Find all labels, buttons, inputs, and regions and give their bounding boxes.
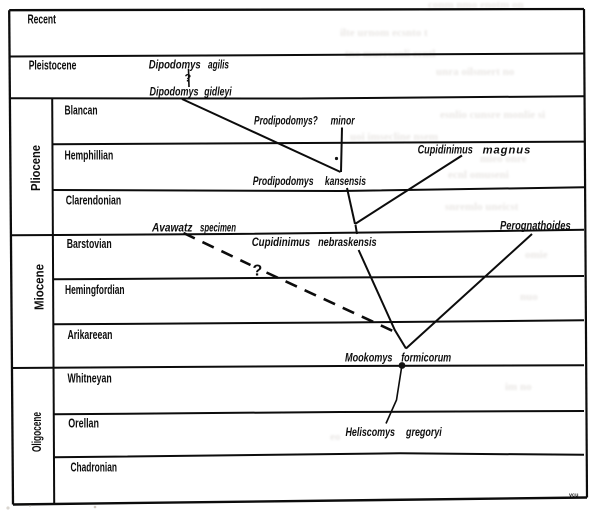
svg-text:?: ? — [253, 263, 263, 280]
svg-text:?: ? — [185, 73, 192, 85]
svg-text:Blancan: Blancan — [65, 102, 98, 117]
svg-text:Prodipodomys: Prodipodomys — [253, 174, 314, 188]
svg-text:ilte urnom ecsnto t: ilte urnom ecsnto t — [340, 27, 428, 39]
svg-text:conm nmo enotm on: conm nmo enotm on — [428, 0, 524, 11]
svg-text:Heliscomys: Heliscomys — [346, 425, 396, 439]
svg-text:minor: minor — [331, 114, 356, 128]
svg-text:im no: im no — [505, 381, 532, 393]
svg-text:Clarendonian: Clarendonian — [66, 192, 122, 207]
svg-text:Avawatz: Avawatz — [151, 220, 193, 234]
svg-text:Mookomys: Mookomys — [345, 351, 393, 365]
svg-text:Perognathoides: Perognathoides — [500, 218, 571, 232]
svg-text:eo: eo — [330, 431, 341, 443]
svg-text:agilis: agilis — [208, 58, 229, 72]
svg-text:vcu: vcu — [569, 493, 578, 499]
svg-text:mieo onre: mieo onre — [480, 153, 527, 165]
svg-text:esnlio cunsre monlie si: esnlio cunsre monlie si — [440, 109, 545, 121]
svg-text:Cupidinimus: Cupidinimus — [418, 142, 473, 156]
svg-text:unra oilsmert no: unra oilsmert no — [436, 66, 515, 78]
svg-text:gidleyi: gidleyi — [203, 84, 232, 98]
svg-text:Prodipodomys?: Prodipodomys? — [254, 114, 318, 128]
svg-text:gregoryi: gregoryi — [405, 425, 442, 439]
svg-text:Dipodomys: Dipodomys — [150, 84, 199, 98]
svg-text:Arikareean: Arikareean — [68, 327, 113, 342]
svg-text:Hemphillian: Hemphillian — [65, 148, 114, 163]
svg-text:nuo: nuo — [520, 291, 538, 303]
svg-text:ecnl omuseni: ecnl omuseni — [448, 169, 509, 181]
svg-text:Hemingfordian: Hemingfordian — [65, 282, 125, 297]
svg-text:Miocene: Miocene — [32, 264, 47, 310]
svg-text:omie: omie — [525, 249, 548, 261]
svg-text:Pleistocene: Pleistocene — [29, 58, 77, 73]
svg-text:Chadronian: Chadronian — [71, 460, 118, 475]
svg-text:Oligocene: Oligocene — [29, 412, 44, 452]
svg-text:Whitneyan: Whitneyan — [68, 371, 112, 386]
svg-text:uoi imsecline nsem: uoi imsecline nsem — [350, 131, 438, 143]
svg-text:nebraskensis: nebraskensis — [318, 235, 377, 249]
svg-text:kansensis: kansensis — [325, 174, 366, 188]
svg-text:formicorum: formicorum — [401, 351, 451, 365]
svg-text:Barstovian: Barstovian — [67, 236, 112, 251]
svg-text:magnus: magnus — [483, 144, 531, 156]
svg-text:Pliocene: Pliocene — [28, 145, 43, 191]
svg-text:specimen: specimen — [200, 220, 236, 234]
svg-text:snremlo uneicst: snremlo uneicst — [445, 201, 519, 213]
svg-text:Dipodomys: Dipodomys — [149, 58, 201, 72]
svg-text:Cupidinimus: Cupidinimus — [252, 235, 311, 249]
svg-text:Orellan: Orellan — [68, 416, 99, 431]
svg-text:Recent: Recent — [28, 12, 57, 27]
